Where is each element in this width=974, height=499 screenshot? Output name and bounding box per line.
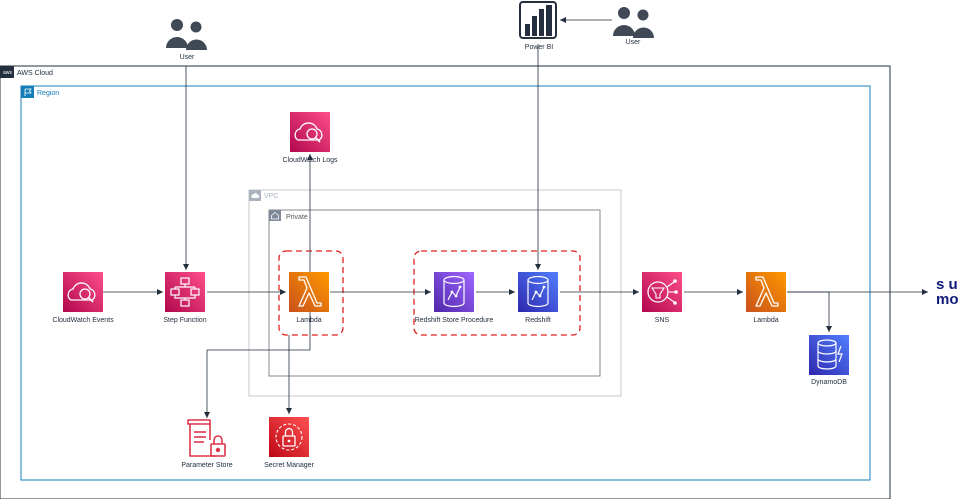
power-bi-icon [519,1,557,39]
cloudwatch-events-node: CloudWatch Events [52,272,114,324]
sumo-logic-logo: s u mo [936,276,959,308]
region-group: Region [20,85,871,481]
svg-text:aws: aws [3,70,12,76]
vpc-label: VPC [264,193,278,200]
private-subnet-group: Private [268,209,601,377]
user-right-node: User [613,7,654,46]
region-label: Region [37,90,59,97]
secret-manager-label: Secret Manager [264,462,314,469]
dynamodb-node: DynamoDB [809,335,849,386]
lambda-private-node: Lambda [289,272,329,324]
cloudwatch-events-label: CloudWatch Events [52,317,114,324]
redshift-icon [518,272,558,312]
edge-lambda-to-parameter-store [204,292,311,418]
user-right-label: User [626,39,641,46]
power-bi-label: Power BI [525,44,553,51]
lambda-icon [289,272,329,312]
edge-lambda-to-dynamodb [787,291,832,332]
parameter-store-node: Parameter Store [181,419,233,469]
users-icon [613,7,654,38]
lambda-out-node: Lambda [746,272,786,324]
redshift-node: Redshift [518,272,558,324]
sumo-logo-line2: mo [936,291,959,308]
aws-cloud-icon [0,66,14,78]
parameter-store-label: Parameter Store [181,462,232,469]
dynamodb-label: DynamoDB [811,379,847,386]
dynamodb-icon [809,335,849,375]
lambda-icon [746,272,786,312]
step-function-node: Step Function [163,272,207,324]
user-top-label: User [180,54,195,61]
step-function-label: Step Function [163,317,206,324]
connectors [103,17,928,418]
lambda-highlight-box [278,250,344,336]
private-label: Private [286,214,308,221]
sns-label: SNS [655,317,670,324]
redshift-sp-label: Redshift Store Procedure [415,317,494,324]
vpc-group: VPC [248,189,622,397]
sns-icon [642,272,682,312]
sns-node: SNS [642,272,682,324]
redshift-label: Redshift [525,317,551,324]
redshift-sp-node: Redshift Store Procedure [415,272,494,324]
parameter-store-icon [187,419,226,457]
users-icon [166,19,207,50]
secret-manager-node: Secret Manager [264,417,315,469]
cloudwatch-icon [63,272,103,312]
cloudwatch-logs-node: CloudWatch Logs [283,112,338,164]
redshift-highlight-box [413,250,581,336]
cloudwatch-logs-label: CloudWatch Logs [283,157,338,164]
lambda-private-label: Lambda [296,317,321,324]
aws-cloud-group: aws AWS Cloud [0,65,891,499]
cloudwatch-icon [290,112,330,152]
power-bi-node: Power BI [519,1,557,51]
secrets-manager-icon [269,417,309,457]
aws-cloud-label: AWS Cloud [17,70,53,77]
private-subnet-icon [269,210,281,221]
region-flag-icon [21,86,34,98]
step-functions-icon [165,272,205,312]
redshift-icon [434,272,474,312]
lambda-out-label: Lambda [753,317,778,324]
user-top-node: User [166,19,207,61]
sumo-logo-line1: s u [936,276,958,293]
